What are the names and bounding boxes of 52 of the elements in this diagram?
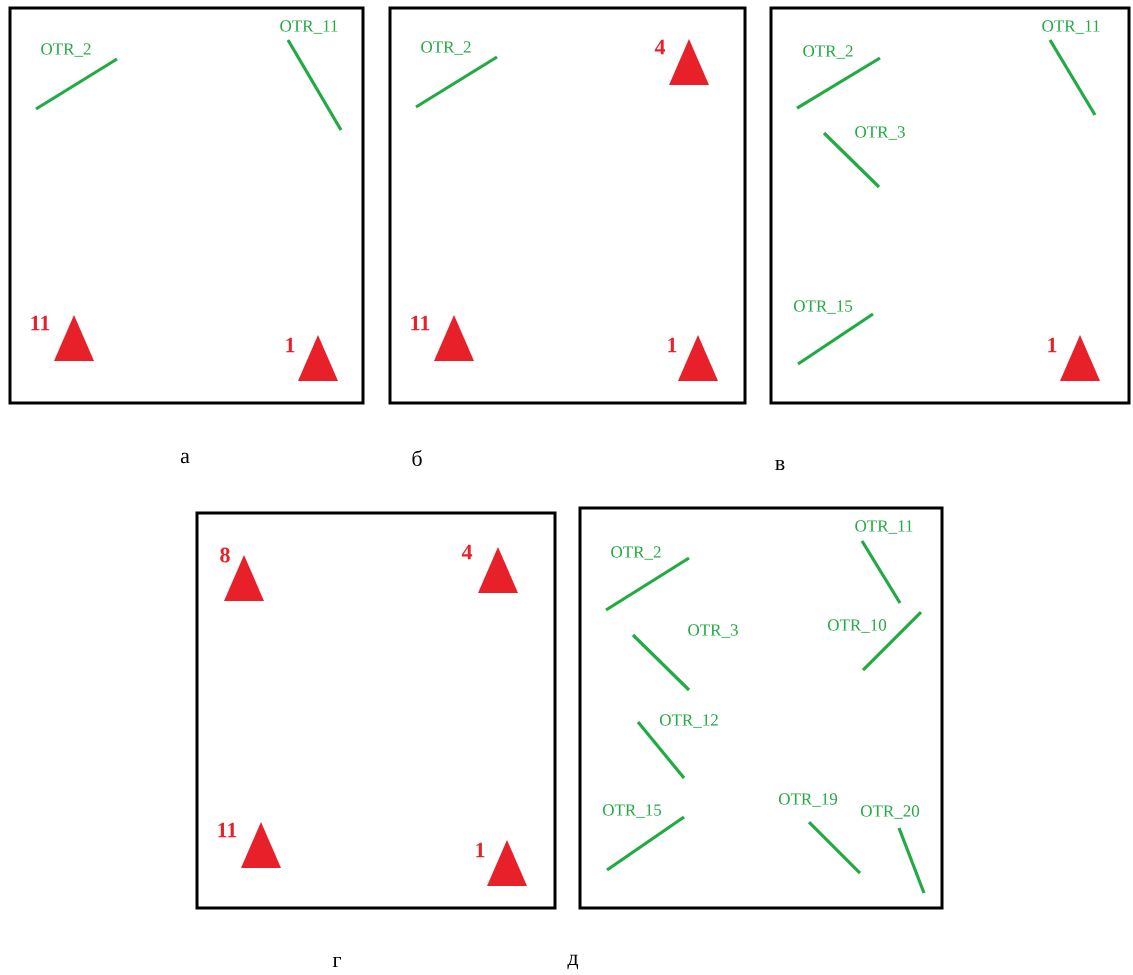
line-label: OTR_3 <box>688 624 738 638</box>
panel-caption: в <box>775 459 785 471</box>
line-label: OTR_11 <box>1042 20 1100 34</box>
line-label: OTR_2 <box>611 546 661 560</box>
fault-line <box>860 540 902 604</box>
fault-line <box>415 55 498 109</box>
line-label: OTR_15 <box>793 300 853 314</box>
panel-frame <box>388 6 747 405</box>
panel-frame <box>8 6 365 405</box>
line-label: OTR_2 <box>421 41 471 55</box>
fault-line <box>286 39 343 131</box>
triangle-marker <box>241 822 281 868</box>
panel-caption: г <box>332 956 341 968</box>
marker-number: 1 <box>668 337 677 353</box>
triangle-marker <box>54 315 94 361</box>
line-label: OTR_15 <box>602 804 662 818</box>
marker-number: 1 <box>476 842 485 858</box>
fault-line <box>897 827 926 894</box>
triangle-marker <box>669 39 709 85</box>
fault-line <box>797 312 874 366</box>
panel-frame <box>769 6 1131 405</box>
marker-number: 4 <box>654 39 666 55</box>
triangle-marker <box>1060 335 1100 381</box>
line-label: OTR_12 <box>659 714 718 728</box>
triangle-marker <box>478 547 518 593</box>
triangle-marker <box>434 315 474 361</box>
panel-frame <box>195 511 557 910</box>
panel-caption: д <box>567 954 579 970</box>
fault-line <box>35 57 118 111</box>
line-label: OTR_10 <box>827 619 887 633</box>
line-label: OTR_3 <box>855 126 905 140</box>
marker-number: 11 <box>411 315 430 331</box>
triangle-marker <box>298 335 338 381</box>
line-label: OTR_11 <box>280 20 338 34</box>
marker-number: 1 <box>286 337 295 353</box>
panel-caption: б <box>412 450 422 466</box>
line-label: OTR_19 <box>778 793 838 807</box>
fault-line <box>807 820 862 875</box>
line-label: OTR_11 <box>855 520 913 534</box>
panel-caption: а <box>180 452 190 464</box>
line-label: OTR_20 <box>860 805 920 819</box>
fault-line <box>1048 39 1097 116</box>
panel-frame <box>578 506 944 910</box>
triangle-marker <box>487 840 527 886</box>
line-label: OTR_2 <box>41 43 91 57</box>
line-label: OTR_2 <box>803 45 853 59</box>
marker-number: 11 <box>218 822 237 838</box>
marker-number: 11 <box>31 315 50 331</box>
marker-number: 1 <box>1048 337 1057 353</box>
marker-number: 8 <box>220 547 230 563</box>
marker-number: 4 <box>461 544 473 560</box>
triangle-marker <box>678 335 718 381</box>
